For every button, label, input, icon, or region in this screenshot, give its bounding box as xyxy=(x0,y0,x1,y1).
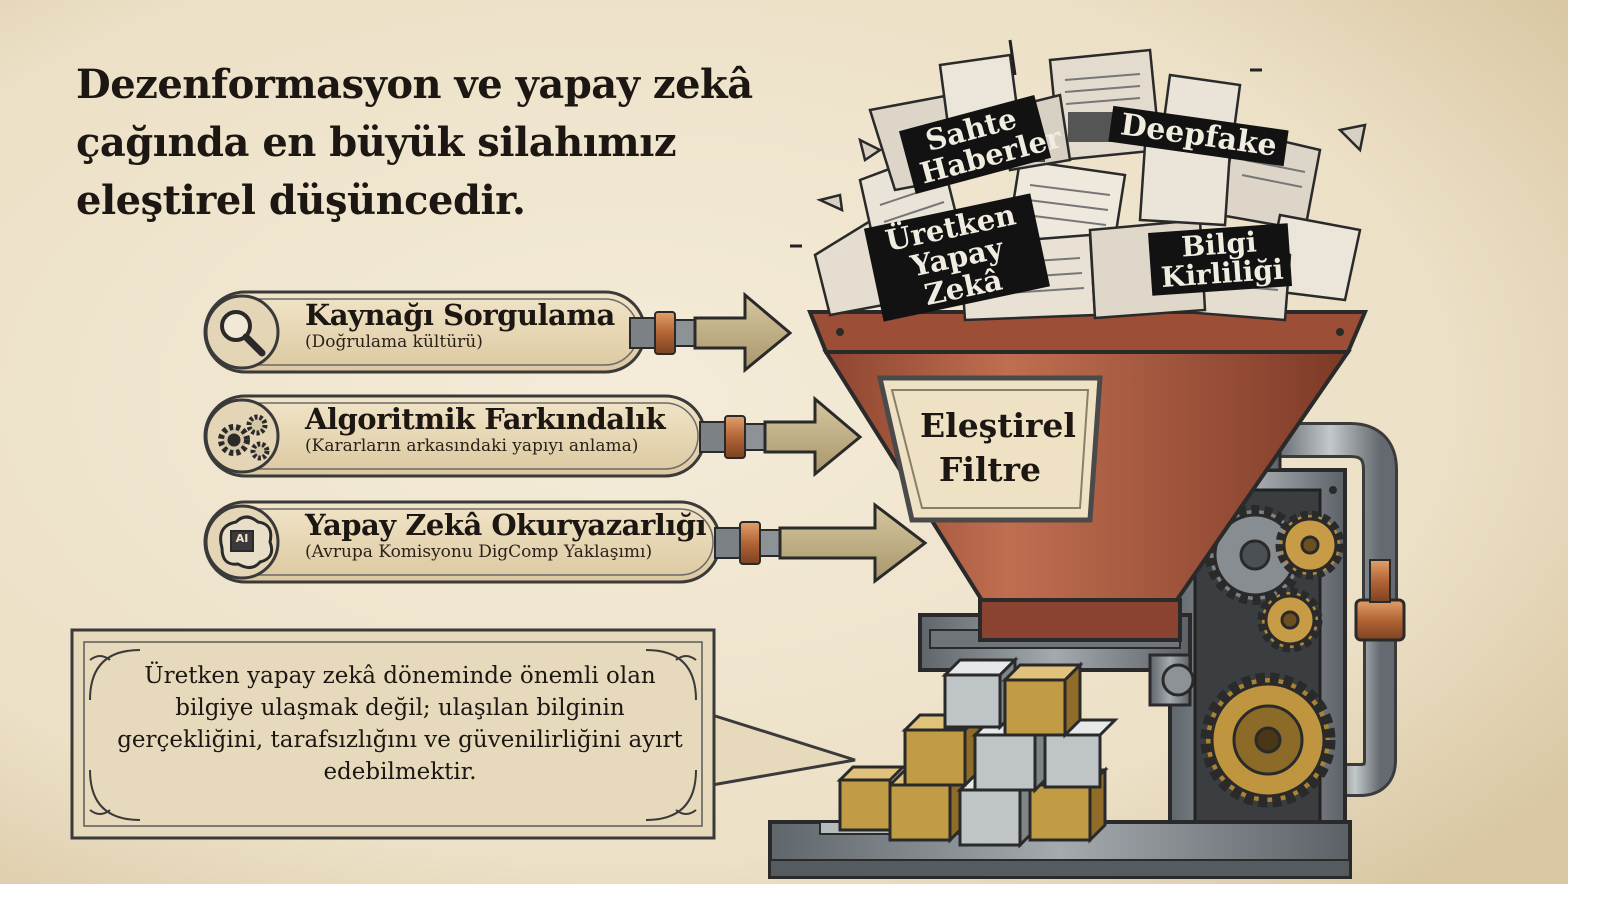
step-3-subtitle: (Avrupa Komisyonu DigComp Yaklaşımı) xyxy=(305,542,653,562)
filter-plaque xyxy=(876,375,1103,523)
tag-info-pollution: Bilgi Kirliliği xyxy=(1147,223,1293,296)
quote-text: Üretken yapay zekâ döneminde önemli olan… xyxy=(117,663,683,785)
gears-icon xyxy=(218,414,270,461)
step-3-pill xyxy=(203,500,928,585)
gears-assembly xyxy=(1200,505,1345,808)
quote-frame xyxy=(70,628,856,840)
illustration xyxy=(0,0,1568,884)
ai-chip-icon xyxy=(219,515,274,569)
filter-label: Eleştirel Filtre xyxy=(920,406,1076,489)
step-2-subtitle: (Kararların arkasındaki yapıyı anlama) xyxy=(305,436,639,456)
arrow-1 xyxy=(693,291,793,374)
step-2-text: Algoritmik Farkındalık (Kararların arkas… xyxy=(305,402,666,456)
arrow-3 xyxy=(778,501,928,585)
step-3-text: Yapay Zekâ Okuryazarlığı (Avrupa Komisyo… xyxy=(305,508,707,562)
step-1-title: Kaynağı Sorgulama xyxy=(305,298,615,332)
output-cubes xyxy=(836,656,1119,849)
step-3-title: Yapay Zekâ Okuryazarlığı xyxy=(305,508,707,542)
infographic: Dezenformasyon ve yapay zekâ çağında en … xyxy=(0,0,1568,884)
step-1-text: Kaynağı Sorgulama (Doğrulama kültürü) xyxy=(305,298,615,352)
step-1-subtitle: (Doğrulama kültürü) xyxy=(305,332,483,352)
step-1-pill xyxy=(203,290,793,374)
step-2-title: Algoritmik Farkındalık xyxy=(305,402,666,436)
magnifier-icon xyxy=(220,310,266,357)
ai-chip-label: AI xyxy=(235,532,249,545)
headline: Dezenformasyon ve yapay zekâ çağında en … xyxy=(76,61,753,224)
steam-pipes xyxy=(1280,422,1406,797)
arrow-2 xyxy=(763,395,863,478)
